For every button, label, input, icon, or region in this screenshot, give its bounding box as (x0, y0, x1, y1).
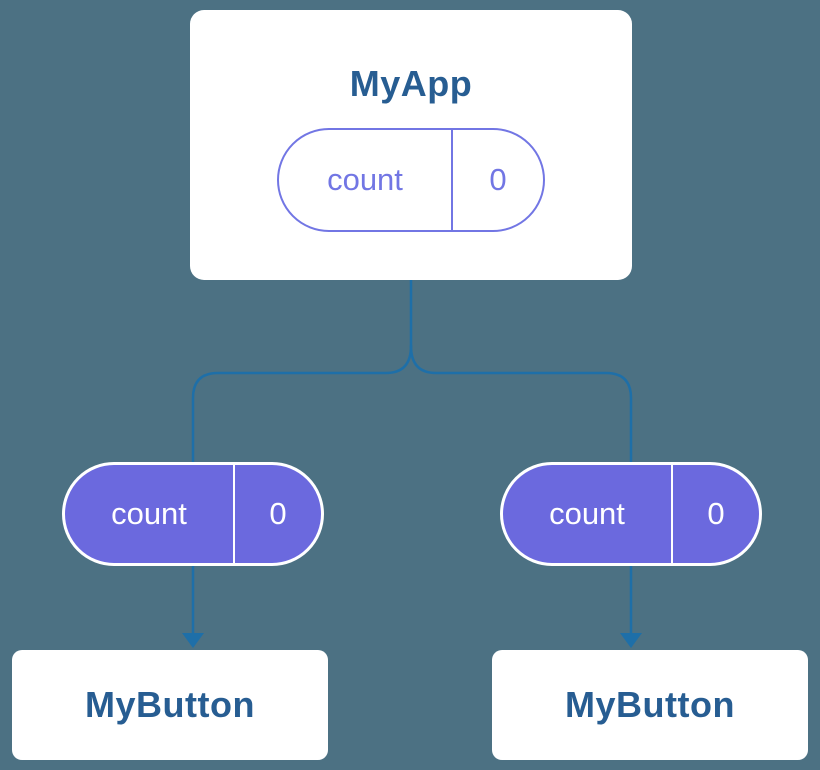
myapp-title: MyApp (349, 63, 473, 104)
state-value: 0 (489, 162, 507, 197)
arrow-right-head-icon (620, 633, 642, 648)
prop-value-right: 0 (707, 496, 725, 531)
myapp-node: MyApp count 0 (190, 10, 632, 280)
prop-value-left: 0 (269, 496, 287, 531)
connector-branch-right (409, 344, 633, 463)
prop-name-right: count (503, 465, 673, 563)
mybutton-title-right: MyButton (565, 684, 735, 725)
connector-branch-left (191, 344, 413, 463)
prop-pill-right: count 0 (500, 462, 762, 566)
prop-name-left: count (65, 465, 235, 563)
mybutton-node-right: MyButton (492, 650, 808, 760)
state-name: count (279, 130, 453, 230)
arrow-left-head-icon (182, 633, 204, 648)
state-pill: count 0 (277, 128, 545, 232)
prop-pill-left: count 0 (62, 462, 324, 566)
mybutton-node-left: MyButton (12, 650, 328, 760)
mybutton-title-left: MyButton (85, 684, 255, 725)
